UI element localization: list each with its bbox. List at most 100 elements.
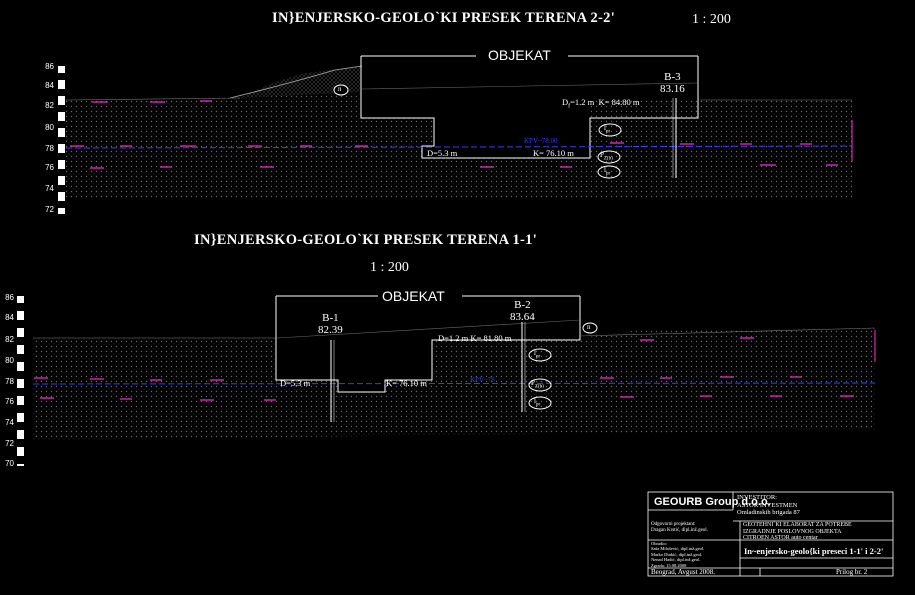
depth-annotation-bottom-1: D=1.2 m K= 81.80 m [438, 333, 511, 343]
object-outline-bottom [275, 296, 581, 393]
depth-symbol: D [427, 148, 434, 158]
tick-label: 80 [45, 123, 54, 132]
k-annotation-top-2: K= 76.10 m [533, 148, 574, 158]
borehole-elevation: 82.39 [318, 324, 343, 336]
circle-n-text: n [587, 323, 591, 331]
depth-value: =5.3 m [286, 378, 311, 388]
investor-name: ASTOR INVESTMEN [737, 501, 798, 509]
tick-label: 82 [45, 101, 54, 110]
soil-symbol-l2 [597, 165, 621, 179]
tick-label: 76 [5, 397, 14, 406]
circle-l1-text: lpr [534, 349, 540, 359]
circle-pz-text: PZ(b) [600, 151, 613, 161]
l-sub: pr [605, 171, 611, 177]
k-symbol: K [470, 333, 477, 343]
tick-label: 76 [45, 163, 54, 172]
prepared-name-3: Nenad Hadić, dipl.inž.geol. [651, 557, 701, 563]
borehole-elevation: 83.64 [510, 311, 535, 323]
project-line-2: IZGRADNJE POSLOVNOG OBJEKTA [743, 528, 842, 535]
groundwater-label-top: KPV~78.00 [524, 137, 558, 145]
soil-symbol-l1 [528, 348, 552, 362]
groundwater-line-top [65, 145, 853, 149]
borehole-b3-label: B-3 83.16 [660, 71, 685, 95]
prepared-date: Zgrada: 15.08.2008 [651, 562, 687, 568]
k-symbol: K [386, 378, 393, 388]
circle-l2-text: lpr [534, 397, 540, 407]
circle-n-text: n [338, 85, 342, 93]
tick-label: 78 [45, 144, 54, 153]
k-value: = 76.10 m [392, 378, 427, 388]
investor-info: INVESTITOR: ASTOR INVESTMEN Omladinskih … [737, 494, 800, 517]
soil-symbol-l2 [528, 396, 552, 410]
l-sub: pr [605, 129, 611, 135]
soil-layer-bottom [33, 328, 875, 440]
k-annotation-bottom-2: K= 76.10 m [386, 378, 427, 388]
k-value: = 81.80 m [476, 333, 512, 343]
layer-boundaries-top [70, 100, 838, 169]
object-label-top: OBJEKAT [488, 47, 551, 63]
tick-label: 74 [45, 184, 54, 193]
circle-pz-text: PZ(b) [531, 379, 544, 389]
y-ticks-bottom: 86 84 82 80 78 76 74 72 70 [5, 293, 14, 468]
section-top: 86 84 82 80 78 76 74 72 [45, 55, 853, 214]
prepared-name-1: Saša Milošević, dipl.inž.geol. [651, 546, 705, 552]
depth-symbol: D [280, 378, 287, 388]
tick-label: 78 [5, 377, 14, 386]
scale-label-bottom: 1 : 200 [370, 260, 409, 275]
k-value: = 76.10 m [539, 148, 574, 158]
depth-value: =1.2 m [570, 97, 595, 107]
depth-symbol: D [562, 97, 569, 107]
soil-symbol-pz [528, 378, 552, 392]
project-line-3: CITROEN ASTOR auto centar [743, 535, 818, 541]
borehole-name: B-2 [514, 299, 531, 311]
borehole-b2-label: B-2 83.64 [510, 299, 535, 323]
drawing-title: In~enjersko-geolo{ki preseci 1-1' i 2-2' [744, 546, 884, 556]
elevation-ruler-top [58, 66, 65, 214]
depth-annotation-bottom-2: D=5.3 m [280, 378, 310, 388]
section-title-top: IN}ENJERSKO-GEOLO`KI PRESEK TERENA 2-2' [272, 10, 616, 26]
project-line-1: GEOTEHNI`KI ELABORAT ZA POTREBE [743, 522, 852, 528]
investor-label: INVESTITOR: [737, 494, 777, 501]
k-symbol: K [533, 148, 540, 158]
tick-label: 86 [5, 293, 14, 302]
borehole-name: B-3 [664, 71, 681, 83]
layer-boundaries-bottom [34, 337, 854, 401]
responsible-designer: Odgovorni projektant: Dragan Krstić, dip… [651, 522, 708, 534]
prepared-label: Obradio: [651, 541, 667, 546]
depth-value: =1.2 m [444, 333, 469, 343]
circle-l1-text: lpr [604, 124, 610, 134]
place-date: Beograd, Avgust 2008. [651, 568, 716, 576]
tick-label: 74 [5, 418, 14, 427]
tick-label: 84 [45, 81, 54, 90]
title-block [647, 491, 894, 577]
tick-label: 80 [5, 356, 14, 365]
depth-symbol: D [438, 333, 445, 343]
borehole-elevation: 83.16 [660, 83, 685, 95]
k-symbol: K [598, 97, 605, 107]
elevation-ruler-bottom [17, 296, 24, 466]
designer-label: Odgovorni projektant: [651, 522, 696, 527]
depth-annotation-top-1: Df=1.2 m K= 84.80 m [562, 97, 639, 110]
depth-value: =5.3 m [433, 148, 458, 158]
object-label-bottom: OBJEKAT [382, 288, 445, 304]
company-name: GEOURB Group d.o.o. [654, 496, 771, 508]
designer-name: Dragan Krstić, dipl.inž.geol. [651, 528, 708, 533]
l-symbol: l [604, 166, 606, 174]
l-sub: pr [535, 354, 541, 360]
tick-label: 82 [5, 335, 14, 344]
tick-label: 86 [45, 62, 54, 71]
p-symbol: P [600, 151, 604, 159]
groundwater-label-bottom: KPV~78 [470, 376, 495, 384]
investor-address: Omladinskih brigada 87 [737, 509, 800, 516]
depth-annotation-top-2: D=5.3 m [427, 148, 457, 158]
k-value: = 84.80 m [604, 97, 640, 107]
soil-symbol-n [582, 322, 598, 334]
sheet-number: Prilog br. 2 [836, 568, 868, 576]
l-symbol: l [534, 397, 536, 405]
soil-symbol-n [333, 84, 349, 96]
soil-layer-top [66, 88, 852, 198]
soil-symbol-pz [597, 150, 621, 164]
l-symbol: l [604, 124, 606, 132]
borehole-name: B-1 [322, 312, 339, 324]
